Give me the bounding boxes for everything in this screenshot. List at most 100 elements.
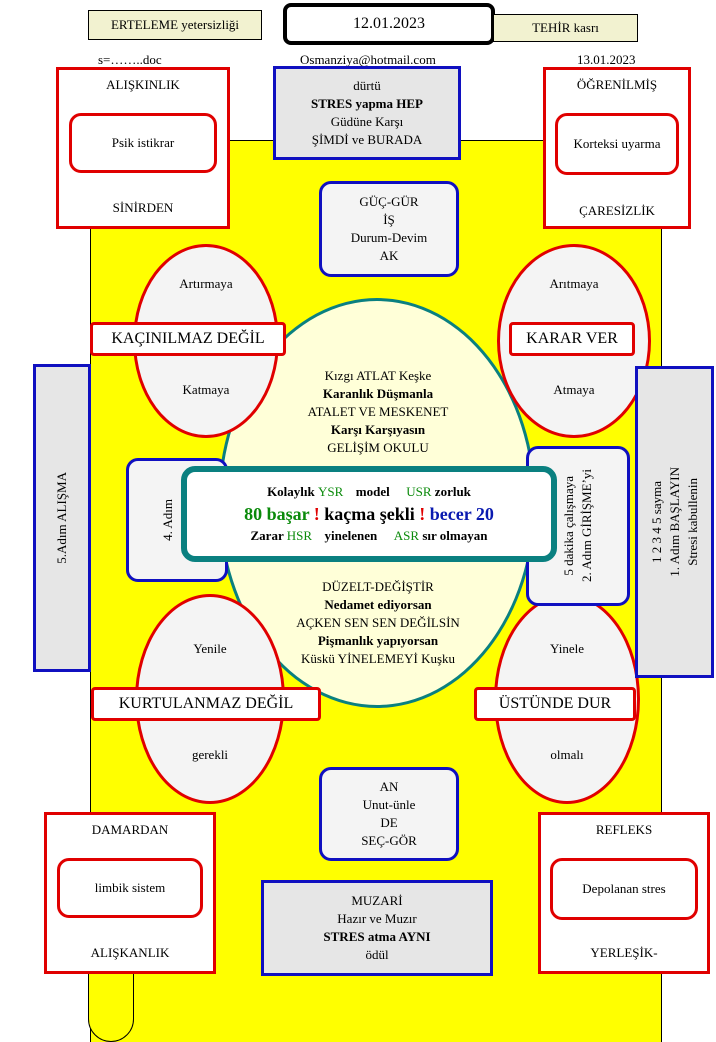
top-left-title: ALIŞKINLIK [106, 77, 180, 92]
right-side-l3: Stresi kabullenin [684, 478, 700, 566]
center-top-l3: ATALET VE MESKENET [307, 404, 449, 419]
center-r3c: yinelenen [324, 528, 378, 543]
oval-bottom-left-label: KURTULANMAZ DEĞİL [118, 695, 294, 712]
top-right-box: ÖĞRENİLMİŞ Korteksi uyarma ÇARESİZLİK [543, 67, 691, 229]
right-inner-l1: 5 dakika çalışmaya [561, 476, 576, 576]
center-r1d: USR [406, 484, 432, 499]
bottom-left-title: DAMARDAN [91, 822, 169, 837]
top-left-inner-text: Psik istikrar [111, 135, 175, 150]
top-right-title: ÖĞRENİLMİŞ [576, 77, 658, 92]
header-date2: 13.01.2023 [577, 52, 636, 67]
center-r2e: becer 20 [429, 504, 494, 524]
header-email: Osmanziya@hotmail.com [300, 52, 436, 67]
bottom-left-inner: limbik sistem [57, 858, 203, 918]
center-top-l1: Kızgı ATLAT Keşke [324, 368, 432, 383]
bottom-right-title: REFLEKS [595, 822, 653, 837]
right-side-box: 1 2 3 4 5 sayma 1. Adım BAŞLAYIN Stresi … [635, 366, 714, 678]
bottom-center-l4: ödül [365, 947, 389, 962]
bottom-right-inner-text: Depolanan stres [582, 881, 666, 896]
right-side-l1: 1 2 3 4 5 sayma [648, 481, 664, 563]
center-r2d: ! [419, 504, 426, 524]
oval-top-left-top: Artırmaya [179, 276, 233, 291]
center-top-text: Kızgı ATLAT Keşke Karanlık Düşmanla ATAL… [260, 366, 496, 458]
header-date-box: 12.01.2023 [283, 3, 495, 45]
an-box: AN Unut-ünle DE SEÇ-GÖR [319, 767, 459, 861]
center-r1b: YSR [318, 484, 344, 499]
top-center-l3: Güdüne Karşı [330, 114, 404, 129]
header-right-box: TEHİR kasrı [493, 14, 638, 42]
center-top-l2: Karanlık Düşmanla [322, 386, 434, 401]
an-l2: Unut-ünle [362, 797, 416, 812]
bottom-right-bottom: YERLEŞİK- [590, 945, 658, 960]
oval-top-right-bottom: Atmaya [553, 382, 595, 397]
oval-bottom-right-label-box: ÜSTÜNDE DUR [474, 687, 636, 721]
top-right-inner-text: Korteksi uyarma [573, 136, 661, 151]
center-r1e: zorluk [434, 484, 471, 499]
center-row-1: Kolaylık YSR model USR zorluk [267, 482, 471, 502]
top-left-box: ALIŞKINLIK Psik istikrar SİNİRDEN [56, 67, 230, 229]
top-left-inner: Psik istikrar [69, 113, 217, 173]
oval-top-left-label: KAÇINILMAZ DEĞİL [111, 330, 265, 347]
top-center-l2: STRES yapma HEP [311, 96, 423, 111]
center-bottom-l2: Nedamet ediyorsan [324, 597, 432, 612]
power-l1: GÜÇ-GÜR [359, 194, 419, 209]
oval-bottom-left-bottom: gerekli [191, 747, 229, 762]
center-bottom-l4: Pişmanlık yapıyorsan [317, 633, 439, 648]
left-side-box: 5.Adım ALIŞMA [33, 364, 91, 672]
oval-top-right-label: KARAR VER [526, 330, 618, 347]
header-right-text: TEHİR kasrı [532, 20, 599, 35]
center-r1a: Kolaylık [267, 484, 315, 499]
center-r3b: HSR [286, 528, 313, 543]
center-top-l4: Karşı Karşıyasın [330, 422, 426, 437]
top-center-box: dürtü STRES yapma HEP Güdüne Karşı ŞİMDİ… [273, 66, 461, 160]
oval-bottom-right-label: ÜSTÜNDE DUR [498, 695, 612, 712]
center-r3a: Zarar [250, 528, 284, 543]
oval-top-left-label-box: KAÇINILMAZ DEĞİL [90, 322, 286, 356]
top-right-bottom: ÇARESİZLİK [579, 203, 655, 218]
power-l4: AK [379, 248, 399, 263]
center-bottom-l3: AÇKEN SEN SEN DEĞİLSİN [296, 615, 460, 630]
power-box: GÜÇ-GÜR İŞ Durum-Devim AK [319, 181, 459, 277]
bottom-center-l1: MUZARİ [351, 893, 403, 908]
right-side-l2: 1. Adım BAŞLAYIN [666, 467, 682, 577]
header-file: s=……..doc [98, 52, 162, 67]
an-l3: DE [380, 815, 398, 830]
top-left-bottom: SİNİRDEN [112, 200, 174, 215]
bottom-center-l2: Hazır ve Muzır [337, 911, 417, 926]
power-l2: İŞ [383, 212, 395, 227]
oval-top-right-top: Arıtmaya [549, 276, 599, 291]
left-inner-l1: 4. Adım [160, 499, 175, 541]
center-row-2: 80 başar ! kaçma şekli ! becer 20 [244, 502, 494, 526]
power-l3: Durum-Devim [350, 230, 428, 245]
top-right-inner: Korteksi uyarma [555, 113, 679, 175]
bottom-left-box: DAMARDAN limbik sistem ALIŞKANLIK [44, 812, 216, 974]
oval-bottom-right-top: Yinele [550, 641, 584, 656]
center-r2b: ! [313, 504, 320, 524]
bottom-center-box: MUZARİ Hazır ve Muzır STRES atma AYNI öd… [261, 880, 493, 976]
an-l4: SEÇ-GÖR [361, 833, 417, 848]
bottom-center-l3: STRES atma AYNI [323, 929, 431, 944]
center-r3d: ASR [393, 528, 420, 543]
center-bottom-l5: Küskü YİNELEMEYİ Kuşku [300, 651, 456, 666]
center-teal-box: Kolaylık YSR model USR zorluk 80 başar !… [181, 466, 557, 562]
top-center-l1: dürtü [353, 78, 381, 93]
oval-top-left-bottom: Katmaya [182, 382, 230, 397]
center-row-3: Zarar HSR yinelenen ASR sır olmayan [251, 526, 488, 546]
center-bottom-l1: DÜZELT-DEĞİŞTİR [322, 579, 434, 594]
center-r2c: kaçma şekli [324, 504, 415, 524]
left-side-text: 5.Adım ALIŞMA [54, 472, 69, 564]
center-r3e: sır olmayan [422, 528, 488, 543]
header-date: 12.01.2023 [353, 15, 425, 32]
center-top-l5: GELİŞİM OKULU [327, 440, 429, 455]
oval-bottom-left-top: Yenile [193, 641, 227, 656]
oval-top-right-label-box: KARAR VER [509, 322, 635, 356]
top-center-l4: ŞİMDİ ve BURADA [311, 132, 423, 147]
center-bottom-text: DÜZELT-DEĞİŞTİR Nedamet ediyorsan AÇKEN … [256, 577, 500, 669]
oval-bottom-left-label-box: KURTULANMAZ DEĞİL [91, 687, 321, 721]
center-r2a: 80 başar [244, 504, 310, 524]
an-l1: AN [379, 779, 399, 794]
bottom-right-box: REFLEKS Depolanan stres YERLEŞİK- [538, 812, 710, 974]
header-left-box: ERTELEME yetersizliği [88, 10, 262, 40]
oval-bottom-right-bottom: olmalı [550, 747, 584, 762]
center-r1c: model [355, 484, 390, 499]
